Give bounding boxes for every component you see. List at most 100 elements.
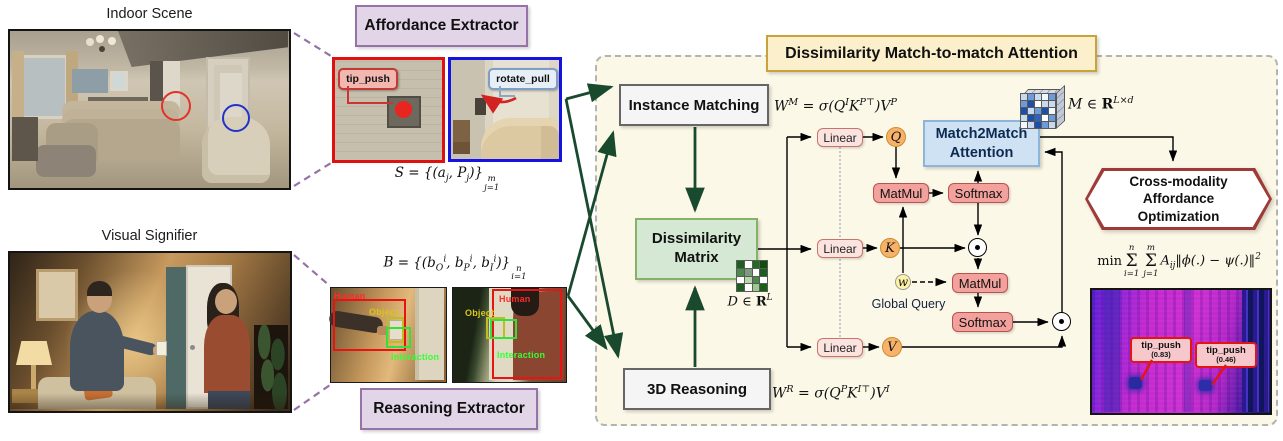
- hexagon-fill: Cross-modality Affordance Optimization: [1088, 171, 1269, 227]
- heatmap-band-left: [1104, 290, 1120, 412]
- interaction-bbox: [386, 327, 411, 348]
- linear-label: Linear: [823, 130, 857, 145]
- lamp-stem: [31, 365, 36, 391]
- human-bbox: [492, 289, 562, 379]
- softmax-box-1: Softmax: [948, 183, 1009, 203]
- w-label: w: [897, 275, 909, 289]
- min-operator: min: [1097, 253, 1123, 269]
- door-knob: [190, 345, 195, 350]
- cross-modality-hexagon: Cross-modality Affordance Optimization: [1085, 168, 1272, 230]
- human-label: Human: [499, 294, 531, 304]
- k-label: K: [885, 240, 895, 256]
- zoom-dashed-connectors: [293, 32, 332, 411]
- prediction-1-label: tip_push: [1141, 340, 1181, 352]
- blue-region-circle: [222, 104, 250, 132]
- wm-formula: WM = σ(QIKP⊤)VP: [774, 97, 897, 115]
- d-space-formula: D ∈ RL: [727, 293, 773, 310]
- prediction-tag-2: tip_push (0.46): [1195, 342, 1257, 368]
- indoor-scene-title: Indoor Scene: [106, 6, 193, 22]
- affordance-extractor-box: Affordance Extractor: [355, 5, 528, 47]
- prediction-tag-1: tip_push (0.83): [1130, 337, 1192, 363]
- global-query-circle: w: [895, 274, 911, 290]
- optimization-body: Aij‖ϕ(.) − ψ(.)‖2: [1160, 251, 1261, 271]
- prediction-2-label: tip_push: [1206, 345, 1246, 357]
- ottoman: [36, 145, 96, 177]
- matmul-box-2: MatMul: [952, 273, 1008, 293]
- set-symbol: B: [383, 254, 394, 271]
- attention-title-box: Dissimilarity Match-to-match Attention: [766, 35, 1097, 72]
- attention-title: Dissimilarity Match-to-match Attention: [785, 44, 1078, 62]
- linear-box-k: Linear: [817, 239, 863, 258]
- interaction-label: Interaction: [391, 352, 440, 362]
- matmul-label: MatMul: [879, 185, 923, 201]
- key-circle: K: [880, 238, 900, 258]
- value-circle: V: [882, 337, 902, 357]
- 3d-reasoning-label: 3D Reasoning: [646, 380, 748, 398]
- visual-signifier-photo: [8, 251, 292, 413]
- instance-matching-box: Instance Matching: [619, 84, 769, 126]
- dissimilarity-matrix-icon: [736, 260, 768, 292]
- tip-push-tag: tip_push: [338, 68, 398, 90]
- window: [18, 55, 68, 119]
- light-switch: [156, 341, 167, 356]
- woman-head: [215, 289, 237, 314]
- beige-armchair: [481, 118, 559, 159]
- softmax-label: Softmax: [954, 185, 1003, 201]
- heatmap-spot-2: [1199, 380, 1212, 391]
- plant-leaves: [254, 325, 288, 409]
- tip-push-crop: tip_push: [332, 57, 445, 163]
- side-table: [12, 117, 38, 161]
- linear-label: Linear: [823, 340, 857, 355]
- softmax-box-2: Softmax: [952, 312, 1013, 332]
- softmax-label: Softmax: [958, 314, 1007, 330]
- m-matrix-cube-icon: [1013, 83, 1065, 135]
- affordance-point: [395, 101, 412, 118]
- linear-box-q: Linear: [817, 128, 863, 147]
- human-label: Human: [334, 291, 366, 301]
- prediction-1-score: (0.83): [1151, 350, 1171, 360]
- small-window: [110, 71, 128, 91]
- set-body: = {(bOi, bPi, bIi)}: [397, 253, 511, 274]
- v-label: V: [887, 339, 897, 355]
- hand: [377, 326, 390, 335]
- object-label: Object: [369, 307, 399, 317]
- woman-jeans: [208, 391, 250, 409]
- door-handle: [475, 98, 486, 115]
- cabinets: [72, 69, 108, 93]
- floor-shadow: [10, 393, 289, 409]
- match2match-attention-box: Match2Match Attention: [923, 120, 1040, 167]
- m-space-formula: M ∈ RL×d: [1068, 95, 1134, 113]
- 3d-reasoning-box: 3D Reasoning: [623, 368, 771, 410]
- door-edge: [415, 288, 444, 380]
- matmul-label: MatMul: [958, 275, 1002, 291]
- cube-front-grid: [1020, 93, 1056, 129]
- affordance-extractor-label: Affordance Extractor: [364, 17, 519, 34]
- man-torso: [70, 311, 124, 391]
- linear-box-v: Linear: [817, 338, 863, 357]
- set-body: = {(aj, Pj)}: [408, 165, 484, 184]
- wr-formula: WR = σ(QPKI⊤)VI: [772, 384, 890, 402]
- lamp-shade: [16, 341, 52, 365]
- set-symbol: S: [394, 165, 404, 181]
- match2match-label: Match2Match Attention: [935, 126, 1028, 161]
- red-region-circle: [161, 91, 191, 121]
- reasoning-extractor-label: Reasoning Extractor: [373, 400, 525, 417]
- reasoning-crop-1: Human Object Interaction: [328, 287, 447, 383]
- interaction-bbox: [490, 319, 517, 339]
- elementwise-product-icon-2: [1052, 312, 1071, 331]
- wooden-chair: [453, 120, 470, 154]
- object-label: Object: [465, 308, 495, 318]
- prediction-2-score: (0.46): [1216, 355, 1236, 365]
- linear-label: Linear: [823, 241, 857, 256]
- dissimilarity-matrix-label: Dissimilarity Matrix: [651, 230, 742, 266]
- affordance-heatmap: tip_push (0.83) tip_push (0.46): [1090, 288, 1272, 415]
- rotate-pull-tag: rotate_pull: [488, 68, 558, 90]
- tip-push-tag-label: tip_push: [346, 73, 390, 85]
- query-circle: Q: [886, 127, 906, 147]
